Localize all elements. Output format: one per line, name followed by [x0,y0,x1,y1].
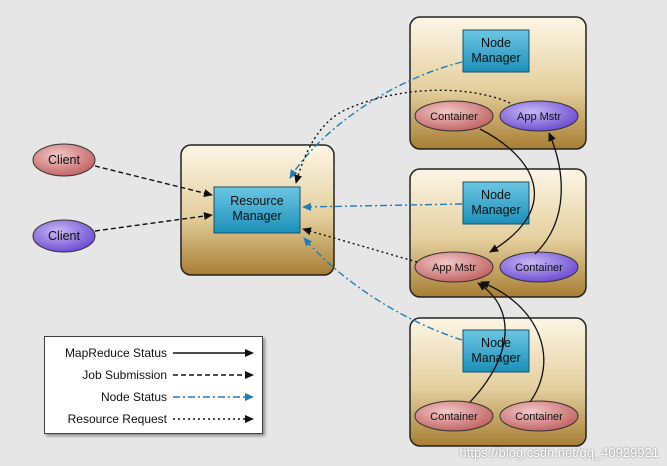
legend-row-resource-request: Resource Request [45,409,262,429]
legend-line-solid [173,349,254,357]
container-node1 [414,100,494,132]
node-manager-box-1 [462,29,530,73]
watermark-text: https://blog.csdn.net/qq_40929921 [459,445,660,460]
legend-row-job-submission: Job Submission [45,365,262,385]
node-status-arrow-3 [303,237,463,341]
container-node3a-label: Container [430,411,478,423]
resource-request-arrow-1 [294,89,511,184]
container-node2-label: Container [515,262,563,274]
app-mstr-node1 [499,100,579,132]
app-mstr-node2-label: App Mstr [432,262,476,274]
legend-label-resource-request: Resource Request [67,412,167,426]
container-node3b-label: Container [515,411,563,423]
legend-row-node-status: Node Status [45,387,262,407]
resource-manager-box [213,186,301,234]
node-manager-box-2 [462,181,530,225]
container-node3a [414,400,494,432]
mapreduce-status-arrow-1 [479,128,535,253]
node-status-arrow-2 [302,202,463,211]
job-submission-arrow-2 [94,212,213,232]
legend-label-job-submission: Job Submission [82,368,167,382]
container-node3b [499,400,579,432]
legend: MapReduce Status Job Submission Node Sta… [44,336,263,434]
legend-line-dashed [173,371,254,379]
mapreduce-status-arrow-4 [480,281,545,403]
legend-label-node-status: Node Status [100,390,167,404]
client-blue-label: Client [48,229,80,243]
container-node1-label: Container [430,111,478,123]
mapreduce-status-arrow-3 [469,282,506,403]
legend-row-mapreduce-status: MapReduce Status [45,343,262,363]
client-red [32,143,96,177]
mapreduce-status-arrow-2 [534,132,562,255]
container-node2 [499,251,579,283]
client-red-label: Client [48,153,80,167]
legend-line-dash-dot [173,393,254,401]
legend-line-dotted [173,415,254,423]
job-submission-arrow-1 [94,165,213,197]
app-mstr-node2 [414,251,494,283]
legend-label-mapreduce-status: MapReduce Status [64,346,167,360]
client-blue [32,219,96,253]
app-mstr-node1-label: App Mstr [517,111,561,123]
